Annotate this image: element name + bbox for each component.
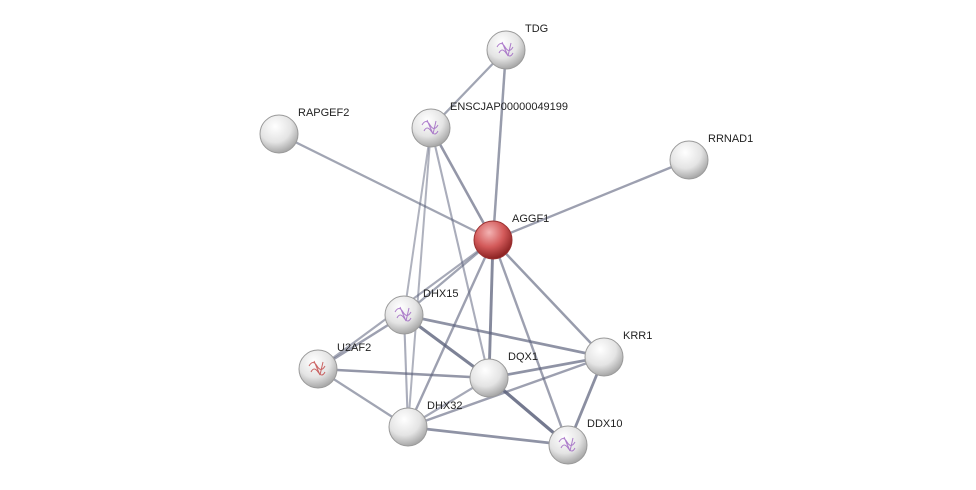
protein-structure-icon <box>308 360 326 376</box>
node-sphere[interactable] <box>411 108 451 148</box>
edge-rapgef2-aggf1[interactable] <box>278 132 494 242</box>
node-label: KRR1 <box>623 330 652 342</box>
edge-aggf1-krr1[interactable] <box>492 239 605 358</box>
edge-aggf1-dqx1[interactable] <box>487 239 495 379</box>
node-sphere[interactable] <box>259 114 299 154</box>
node-sphere[interactable] <box>486 30 526 70</box>
edge-rrnad1-aggf1[interactable] <box>492 158 690 242</box>
node-label: ENSCJAP00000049199 <box>450 101 568 113</box>
edge-enscjap00000049199-dhx32[interactable] <box>407 127 432 428</box>
node-enscjap00000049199[interactable]: ENSCJAP00000049199 <box>411 101 568 148</box>
node-label: DHX32 <box>427 400 462 412</box>
node-label: TDG <box>525 23 548 35</box>
node-dhx32[interactable]: DHX32 <box>388 400 462 447</box>
edge-aggf1-dhx32[interactable] <box>406 239 495 428</box>
node-sphere[interactable] <box>469 358 509 398</box>
edge-enscjap00000049199-dhx15[interactable] <box>403 127 432 316</box>
node-label: AGGF1 <box>512 213 549 225</box>
edge-dhx15-krr1[interactable] <box>403 313 605 359</box>
node-dhx15[interactable]: DHX15 <box>384 288 458 335</box>
edge-u2af2-dqx1[interactable] <box>317 367 490 380</box>
edge-dhx32-ddx10[interactable] <box>407 425 569 447</box>
node-label: DDX10 <box>587 418 622 430</box>
node-label: RAPGEF2 <box>298 107 349 119</box>
node-u2af2[interactable]: U2AF2 <box>298 342 371 389</box>
node-label: DQX1 <box>508 351 538 363</box>
node-krr1[interactable]: KRR1 <box>584 330 652 377</box>
node-label: RRNAD1 <box>708 133 753 145</box>
node-label: DHX15 <box>423 288 458 300</box>
node-label: U2AF2 <box>337 342 371 354</box>
edge-enscjap00000049199-dqx1[interactable] <box>429 127 491 379</box>
node-rrnad1[interactable]: RRNAD1 <box>669 133 753 180</box>
node-dqx1[interactable]: DQX1 <box>469 351 538 398</box>
node-rapgef2[interactable]: RAPGEF2 <box>259 107 349 154</box>
node-sphere[interactable] <box>669 140 709 180</box>
edge-krr1-dhx32[interactable] <box>407 355 605 429</box>
protein-structure-icon <box>394 306 412 322</box>
protein-structure-icon <box>421 119 439 135</box>
node-sphere[interactable] <box>298 349 338 389</box>
node-sphere[interactable] <box>388 407 428 447</box>
protein-structure-icon <box>558 436 576 452</box>
node-aggf1[interactable]: AGGF1 <box>473 213 549 260</box>
node-sphere[interactable] <box>473 220 513 260</box>
node-sphere[interactable] <box>548 425 588 465</box>
edge-tdg-aggf1[interactable] <box>491 49 508 241</box>
node-ddx10[interactable]: DDX10 <box>548 418 622 465</box>
protein-structure-icon <box>496 41 514 57</box>
node-tdg[interactable]: TDG <box>486 23 548 70</box>
edge-enscjap00000049199-aggf1[interactable] <box>429 127 495 241</box>
node-sphere[interactable] <box>384 295 424 335</box>
node-sphere[interactable] <box>584 337 624 377</box>
